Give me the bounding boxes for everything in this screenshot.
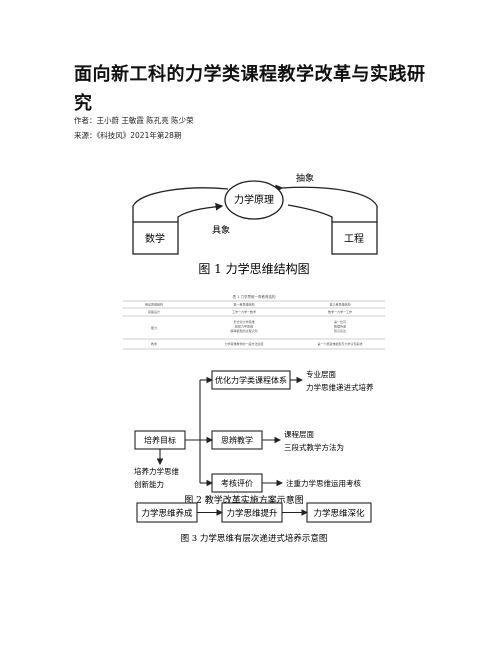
arc-inner-left — [177, 202, 224, 222]
fig3-step3: 力学思维深化 — [313, 508, 365, 519]
fig3-step2: 力学思维提升 — [226, 508, 278, 519]
fig1-right-label: 工程 — [344, 233, 364, 245]
authors-line: 作者：王小蔚 王敏霞 陈孔亮 陈少荣 — [74, 115, 194, 126]
table-1 — [123, 300, 385, 350]
node-engineering — [331, 221, 378, 255]
fig3-caption: 图 3 力学思维有层次递进式培养示意图 — [181, 533, 328, 544]
fig2-left1: 培养力学思维 — [134, 466, 179, 476]
fig1-caption: 图 1 力学思维结构图 — [198, 261, 309, 276]
node-math — [132, 221, 179, 255]
table-cell: 第一位可数据传递知识表达 — [334, 319, 346, 333]
figure-2 — [134, 370, 304, 493]
fig1-center-label: 力学原理 — [234, 193, 274, 206]
fig1-top-arrow-label: 抽象 — [296, 172, 314, 184]
fig2-right3: 注重力学思维运用考核 — [286, 478, 361, 488]
table-cell: 力学思维教学的一般方法途径 — [224, 341, 263, 346]
table-cell: 形式化大学思维建模力学思维解释模型的过程认知 — [230, 319, 257, 333]
fig2-right1a: 专业层面 — [306, 369, 336, 379]
authors: 王小蔚 王敏霞 陈孔亮 陈少荣 — [96, 116, 194, 125]
table-cell: 思路设计 — [148, 309, 160, 314]
fig1-left-label: 数学 — [145, 232, 165, 245]
source-label: 来源： — [74, 131, 97, 140]
authors-label: 作者： — [74, 116, 97, 125]
source: 《科技风》2021年第28期 — [96, 131, 182, 140]
table-cell: 能力 — [151, 325, 157, 330]
arc-top-right — [275, 184, 378, 222]
table-cell: 数学一力学一工作 — [328, 309, 352, 314]
arc-top-left — [132, 187, 229, 222]
fig2-right1b: 力学思维递进式培养 — [306, 382, 374, 392]
table-cell: 教学 — [151, 341, 157, 346]
fig2-box1: 优化力学类课程体系 — [215, 375, 287, 385]
table-1-cells: 用途思维结构 第一者思维结构 第三者思维结构 思路设计 工作一力学一数学 数学一… — [145, 302, 363, 347]
fig2-right2a: 课程层面 — [284, 430, 314, 439]
fig2-box4: 考核评价 — [221, 478, 253, 488]
figure-3 — [136, 502, 372, 523]
source-line: 来源：《科技风》2021年第28期 — [74, 130, 181, 141]
node-mechanics-principle — [224, 180, 284, 220]
table-cell: 工作一力学一数学 — [232, 309, 256, 314]
table-cell: 用途思维结构 — [145, 302, 163, 307]
table-cell: 第一者思维结构 — [233, 302, 254, 307]
fig2-box2: 培养目标 — [144, 435, 176, 445]
table1-caption: 表 1 力学思维一再教育结构 — [233, 294, 276, 299]
figure-1 — [132, 180, 378, 255]
fig2-box3: 思辨教学 — [221, 435, 253, 445]
fig1-bottom-arrow-label: 具象 — [212, 224, 230, 236]
table-cell: 第一个能思维模型与力学认知系统 — [317, 341, 362, 346]
article-title: 面向新工科的力学类课程教学改革与实践研究 — [74, 64, 426, 114]
arc-inner-right — [287, 204, 333, 222]
fig3-step1: 力学思维养成 — [141, 508, 193, 519]
table-cell: 第三者思维结构 — [329, 302, 350, 307]
fig2-left2: 创新能力 — [134, 479, 164, 489]
fig2-right2b: 三段式教学方法为 — [284, 442, 344, 452]
